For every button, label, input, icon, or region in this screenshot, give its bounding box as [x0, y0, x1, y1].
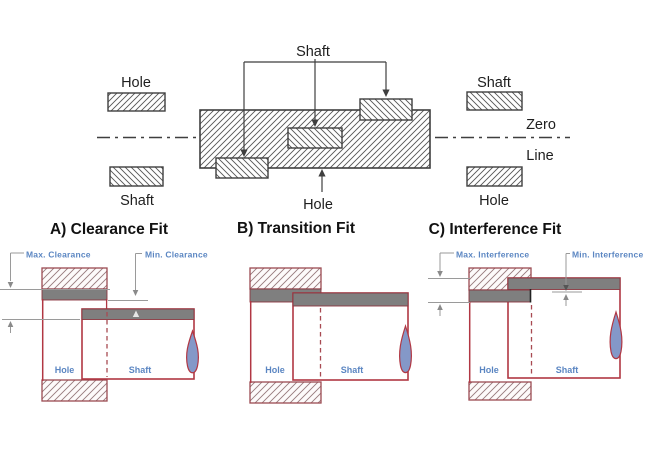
hole-lower-hatch [41, 379, 108, 402]
min-clearance-leader [108, 253, 148, 301]
hole-upper-hatch [249, 267, 322, 290]
arrow-down-icon [311, 119, 319, 127]
center-hole-label: Hole [303, 197, 333, 213]
zero-label: Zero [526, 117, 556, 133]
max-interference-leader [428, 252, 470, 316]
hole-label: Hole [55, 365, 75, 375]
shaft-tolerance-bar [507, 277, 621, 290]
shaft-block-interference [359, 98, 413, 121]
arrow-up-icon [318, 169, 326, 177]
hole-lower-hatch [249, 381, 322, 404]
shaft-break-teardrop [398, 324, 413, 374]
panel-clearance-fit: Max. Clearance Min. Clearance Hole Shaft [0, 250, 208, 402]
min-interference-label: Min. Interference [572, 250, 643, 260]
shaft-body [81, 308, 195, 380]
hole-upper-hatch [41, 267, 108, 290]
dim-arrow-down-icon [7, 282, 14, 288]
shaft-break-teardrop [609, 310, 623, 360]
arrow-down-icon [240, 149, 248, 157]
dim-arrow-down-icon [437, 271, 443, 277]
shaft-break-teardrop [185, 329, 200, 374]
hole-lower-hatch [468, 381, 532, 401]
hole-label: Hole [479, 365, 499, 375]
shaft-label: Shaft [129, 365, 152, 375]
max-clearance-label: Max. Clearance [26, 250, 91, 260]
shaft-block-transition [287, 127, 343, 149]
tolerance-zone-schematic: Hole Shaft Shaft Hole Shaft Zero Line Ho… [97, 44, 570, 213]
panel-interference-fit: Max. Interference Min. Interference Hole… [428, 250, 643, 401]
shaft-label: Shaft [341, 365, 364, 375]
shaft-tolerance-bar [292, 292, 409, 307]
right-shaft-block [466, 91, 523, 111]
panel-b-title: B) Transition Fit [237, 220, 355, 237]
hole-tolerance-bar [41, 288, 108, 301]
center-shaft-label: Shaft [296, 44, 330, 60]
arrow-down-icon [382, 89, 390, 97]
left-shaft-label: Shaft [120, 193, 154, 209]
shaft-pointer-lines [243, 59, 387, 152]
min-clearance-arrow-icon [132, 310, 140, 317]
shaft-body [292, 292, 409, 381]
panel-c-title: C) Interference Fit [429, 221, 562, 238]
max-interference-label: Max. Interference [456, 250, 529, 260]
shaft-block-clearance [215, 157, 269, 179]
shaft-label: Shaft [556, 365, 579, 375]
hole-label: Hole [265, 365, 285, 375]
dim-arrow-down-icon [563, 285, 569, 291]
dim-arrow-up-icon [7, 321, 14, 327]
right-shaft-label: Shaft [477, 75, 511, 91]
max-clearance-leader [0, 252, 110, 333]
left-hole-block [107, 92, 166, 112]
panel-transition-fit: Hole Shaft [249, 267, 413, 404]
hole-tolerance-bar [468, 289, 531, 303]
shaft-tolerance-bar [81, 308, 195, 320]
panel-a-title: A) Clearance Fit [50, 221, 168, 238]
left-shaft-block [109, 166, 164, 187]
dim-arrow-down-icon [132, 290, 139, 296]
line-label: Line [526, 148, 553, 164]
right-hole-block [466, 166, 523, 187]
dim-arrow-up-icon [437, 304, 443, 310]
min-clearance-label: Min. Clearance [145, 250, 208, 260]
left-hole-label: Hole [121, 75, 151, 91]
min-interference-leader [552, 253, 582, 306]
right-hole-label: Hole [479, 193, 509, 209]
dim-arrow-up-icon [563, 294, 569, 300]
